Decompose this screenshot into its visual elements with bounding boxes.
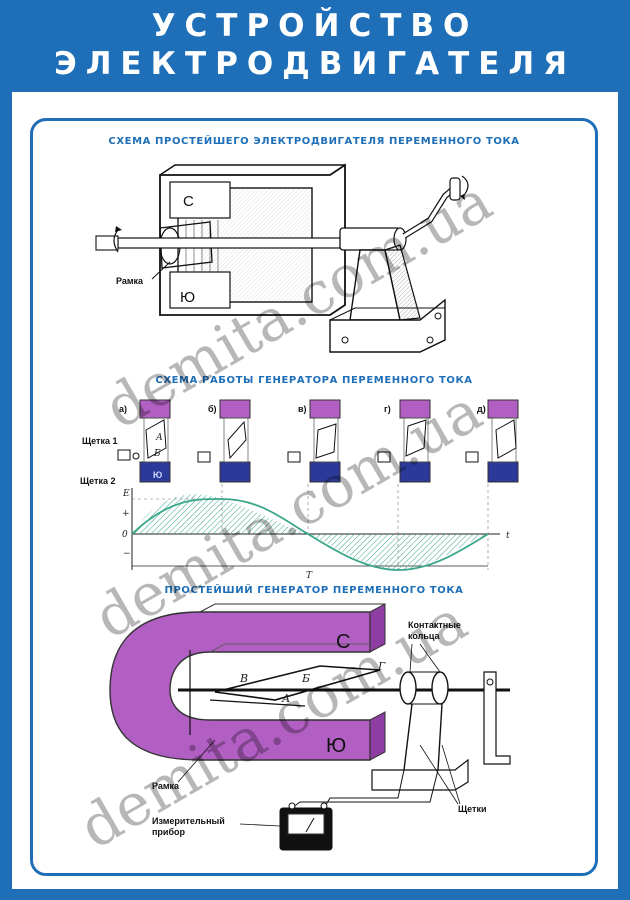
generator-work-section-title: СХЕМА РАБОТЫ ГЕНЕРАТОРА ПЕРЕМЕННОГО ТОКА xyxy=(155,375,473,386)
gen-shaft-coil xyxy=(178,650,510,735)
stage-b-label: б) xyxy=(208,404,217,414)
stage-a-label: а) xyxy=(119,404,127,414)
emf-sine-curve xyxy=(131,498,489,571)
stage-c xyxy=(287,399,341,483)
motor-pole-north xyxy=(169,181,231,219)
emf-graph: E + 0 − t T xyxy=(122,484,510,581)
horseshoe-magnet xyxy=(109,603,386,761)
motor-pole-south xyxy=(169,271,231,309)
gen-south-label: Ю xyxy=(326,735,346,757)
stage-d xyxy=(377,399,431,483)
gen-letter-g: Г xyxy=(377,660,386,673)
simple-generator-section-title: ПРОСТЕЙШИЙ ГЕНЕРАТОР ПЕРЕМЕННОГО ТОКА xyxy=(164,585,464,596)
axis-plus-label: + xyxy=(122,509,130,519)
motor-frame-label: Рамка xyxy=(116,276,144,286)
stage-a-pole-south: Ю xyxy=(153,470,162,480)
gen-north-label: С xyxy=(336,631,350,653)
axis-e-label: E xyxy=(122,489,130,499)
meter-label-2: прибор xyxy=(152,827,186,837)
gen-letter-a: А xyxy=(281,692,290,705)
brush2-label: Щетка 2 xyxy=(80,476,115,486)
gen-letter-b: Б xyxy=(301,672,310,685)
axis-minus-label: − xyxy=(123,549,131,559)
poster-title-line2: ЭЛЕКТРОДВИГАТЕЛЯ xyxy=(53,46,577,82)
gen-frame-label: Рамка xyxy=(152,781,180,791)
meter-label-1: Измерительный xyxy=(152,816,225,826)
period-label: T xyxy=(306,571,313,581)
axis-t-label: t xyxy=(506,531,510,541)
gen-letter-v: В xyxy=(239,672,248,685)
brushes-label: Щетки xyxy=(458,804,487,814)
generator-stages: Ю xyxy=(80,399,519,486)
axis-zero-label: 0 xyxy=(122,530,128,540)
motor-diagram: С Ю xyxy=(95,163,469,353)
header: УСТРОЙСТВО ЭЛЕКТРОДВИГАТЕЛЯ xyxy=(0,0,630,92)
brush1-label: Щетка 1 xyxy=(82,436,117,446)
measuring-instrument xyxy=(279,802,333,851)
motor-south-label: Ю xyxy=(180,289,195,306)
stage-c-label: в) xyxy=(298,404,307,414)
inner-frame xyxy=(30,118,598,876)
coil-letter-a: А xyxy=(155,433,163,443)
stage-e-label: д) xyxy=(477,404,486,414)
contact-rings-label-2: кольца xyxy=(408,631,441,641)
stage-b xyxy=(197,399,251,483)
poster-title-line1: УСТРОЙСТВО xyxy=(151,8,479,44)
contact-rings xyxy=(399,671,449,705)
stage-e xyxy=(465,399,519,483)
motor-stand xyxy=(329,227,446,353)
stage-a: Ю xyxy=(117,399,171,483)
contact-rings-label-1: Контактные xyxy=(408,620,461,630)
motor-crank-handle xyxy=(402,175,469,239)
simple-generator-diagram: С Ю В Б Г А xyxy=(109,603,511,851)
motor-north-label: С xyxy=(183,193,194,210)
motor-section-title: СХЕМА ПРОСТЕЙШЕГО ЭЛЕКТРОДВИГАТЕЛЯ ПЕРЕМ… xyxy=(108,136,520,147)
stage-d-label: г) xyxy=(384,404,391,414)
coil-letter-b: Б xyxy=(153,449,161,459)
